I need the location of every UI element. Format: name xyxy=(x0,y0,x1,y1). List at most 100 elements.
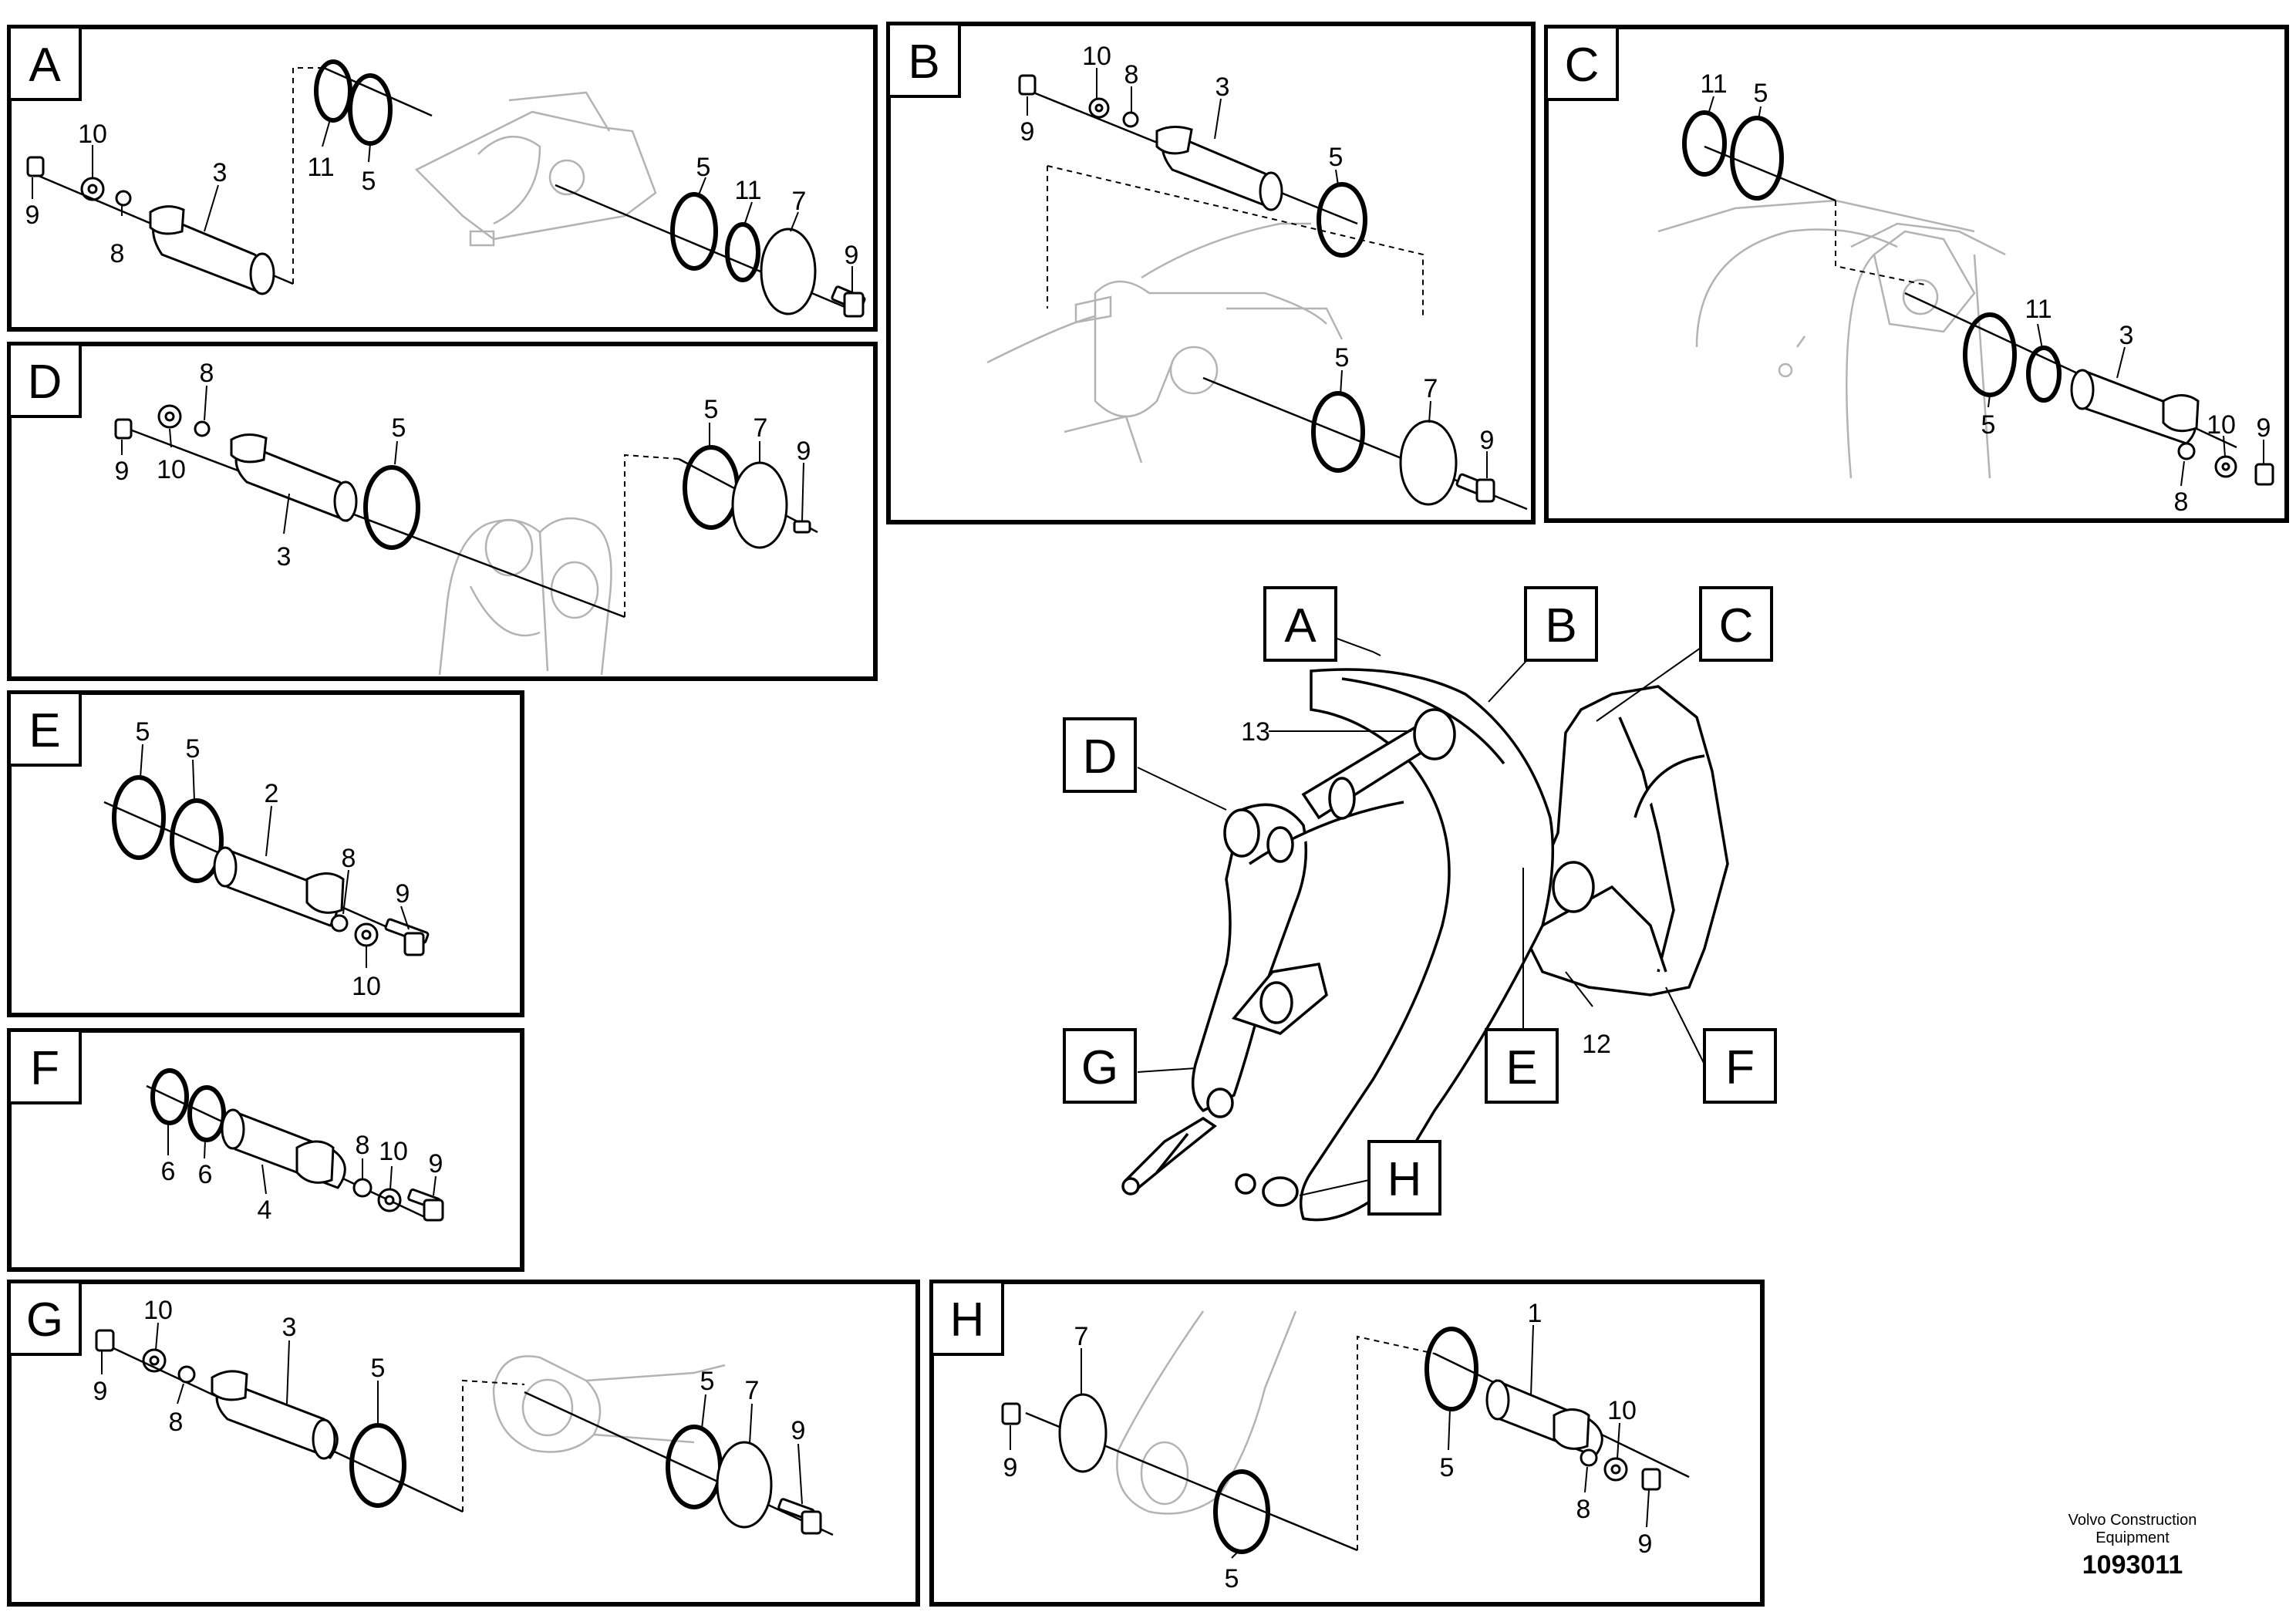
overview-callout-13: 13 xyxy=(1241,717,1270,747)
overview-tag-b: B xyxy=(1524,586,1598,662)
part-callout-number: 10 xyxy=(157,455,186,484)
panel-g-callouts: 10 9 8 3 5 5 7 9 xyxy=(93,1296,806,1445)
panel-h-machine-ghost xyxy=(1116,1310,1297,1515)
part-callout-number: 5 xyxy=(186,734,201,764)
part-callout-number: 9 xyxy=(1480,426,1495,455)
overview-tag-d: D xyxy=(1063,717,1137,793)
panel-a-fasteners xyxy=(26,156,132,207)
panel-a-tag: A xyxy=(29,39,61,92)
part-callout-number: 11 xyxy=(2025,295,2052,324)
part-callout-number: 9 xyxy=(1003,1453,1018,1482)
panel-e-callouts: 5 5 2 8 9 10 xyxy=(136,717,410,1001)
part-callout-number: 5 xyxy=(1329,143,1344,172)
view-tag-letter: D xyxy=(1083,730,1118,784)
view-tag-letter: F xyxy=(1725,1041,1755,1094)
panel-a-bolt-right xyxy=(831,285,866,318)
part-callout-number: 3 xyxy=(1215,73,1230,102)
panel-d: D xyxy=(7,342,878,681)
part-callout-number: 5 xyxy=(371,1354,386,1383)
panel-b-fasteners xyxy=(1018,74,1139,128)
panel-c-machine-ghost xyxy=(1657,199,2006,479)
panel-c-fasteners xyxy=(2177,442,2274,486)
part-callout-number: 9 xyxy=(93,1377,108,1406)
panel-g: G 10 9 8 xyxy=(7,1280,920,1607)
panel-d-pin xyxy=(230,433,358,522)
panel-c-tag: C xyxy=(1565,39,1600,92)
panel-d-callouts: 9 8 10 5 3 5 7 9 xyxy=(115,359,811,572)
panel-a-callouts: 9 10 8 3 11 5 5 11 7 9 xyxy=(25,120,859,270)
part-callout-number: 5 xyxy=(1225,1564,1239,1593)
part-callout-number: 9 xyxy=(396,879,410,909)
part-callout-number: 9 xyxy=(1020,117,1035,147)
part-callout-number: 5 xyxy=(1754,79,1768,108)
panel-e-tag: E xyxy=(29,704,60,757)
part-callout-number: 10 xyxy=(352,972,381,1001)
panel-f: F 6 6 4 8 10 9 xyxy=(7,1028,524,1272)
credit-line-1: Volvo Construction xyxy=(2068,1512,2197,1529)
part-callout-number: 8 xyxy=(200,359,214,388)
part-callout-number: 10 xyxy=(1082,42,1111,71)
part-callout-number: 5 xyxy=(1440,1453,1455,1482)
part-callout-number: 8 xyxy=(342,844,356,873)
panel-g-machine-ghost xyxy=(492,1355,726,1453)
panel-h-pin xyxy=(1485,1379,1603,1458)
part-callout-number: 8 xyxy=(1124,60,1139,89)
part-callout-number: 2 xyxy=(265,779,279,808)
panel-b-pin xyxy=(1155,126,1283,211)
part-callout-number: 9 xyxy=(25,201,40,230)
panel-f-tag: F xyxy=(30,1042,59,1095)
part-callout-number: 8 xyxy=(169,1408,184,1437)
part-callout-number: 4 xyxy=(258,1195,272,1225)
part-callout-number: 9 xyxy=(1638,1529,1653,1559)
panel-d-machine-ghost xyxy=(438,517,612,676)
part-callout-number: 5 xyxy=(136,717,150,747)
footer-credit: Volvo Construction Equipment 1093011 xyxy=(2068,1512,2197,1580)
panel-b: B xyxy=(886,22,1536,524)
part-callout-number: 5 xyxy=(1335,343,1350,373)
part-callout-number: 5 xyxy=(696,153,711,182)
panel-b-tag: B xyxy=(908,35,939,89)
part-callout-number: 6 xyxy=(161,1157,176,1186)
panel-d-fasteners xyxy=(114,404,211,440)
overview-tag-h: H xyxy=(1367,1140,1441,1216)
part-callout-number: 9 xyxy=(115,457,130,486)
credit-line-2: Equipment xyxy=(2095,1529,2170,1546)
part-callout-number: 3 xyxy=(277,542,292,572)
view-tag-letter: B xyxy=(1545,599,1576,653)
part-callout-number: 3 xyxy=(2119,321,2134,350)
panel-d-tag: D xyxy=(28,356,62,409)
part-callout-number: 9 xyxy=(797,437,811,466)
part-callout-number: 11 xyxy=(734,176,761,205)
part-callout-number: 7 xyxy=(1074,1322,1089,1351)
panel-h-tag: H xyxy=(950,1293,985,1347)
panel-g-pin xyxy=(211,1370,339,1460)
part-callout-number: 10 xyxy=(2207,410,2236,440)
part-callout-number: 11 xyxy=(307,153,334,182)
part-callout-number: 8 xyxy=(356,1131,370,1160)
overview-callout-12: 12 xyxy=(1582,1030,1611,1059)
panel-c: C xyxy=(1544,25,2289,523)
panel-g-tag: G xyxy=(26,1293,63,1347)
part-callout-number: 7 xyxy=(745,1376,760,1405)
part-callout-number: 7 xyxy=(754,413,768,443)
document-number: 1093011 xyxy=(2082,1550,2183,1580)
panel-e: E 5 5 2 8 9 10 xyxy=(7,690,524,1017)
panel-a-pin xyxy=(149,205,275,295)
view-tag-letter: A xyxy=(1284,599,1317,653)
overview-tag-g: G xyxy=(1063,1028,1137,1104)
overview-tag-f: F xyxy=(1703,1028,1777,1104)
part-callout-number: 11 xyxy=(1700,69,1727,99)
part-callout-number: 8 xyxy=(110,239,125,268)
part-callout-number: 7 xyxy=(1424,374,1438,403)
panel-c-callouts: 11 5 11 3 5 10 9 8 xyxy=(1700,69,2271,517)
part-callout-number: 5 xyxy=(362,167,376,196)
panel-h: H 7 9 1 5 10 xyxy=(929,1280,1765,1607)
view-tag-letter: G xyxy=(1081,1041,1118,1094)
part-callout-number: 3 xyxy=(282,1313,297,1342)
panel-a-machine-ghost xyxy=(414,91,657,247)
part-callout-number: 10 xyxy=(78,120,107,149)
part-callout-number: 8 xyxy=(2174,487,2189,517)
part-callout-number: 9 xyxy=(845,241,859,270)
panel-e-pin xyxy=(213,846,345,927)
